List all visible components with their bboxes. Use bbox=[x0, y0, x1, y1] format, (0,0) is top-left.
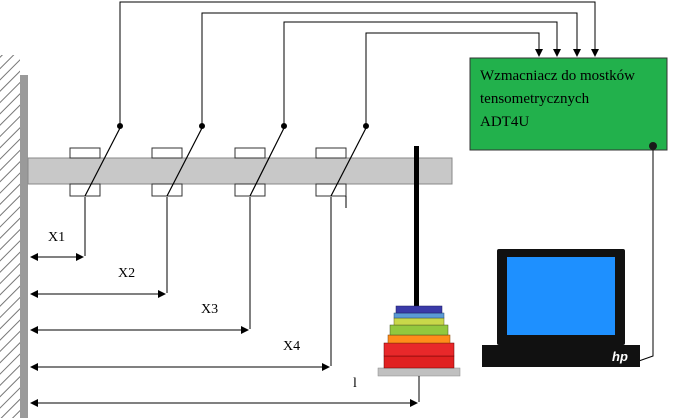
amplifier-box: Wzmacniacz do mostków tensometrycznych A… bbox=[469, 57, 668, 151]
weight-stack bbox=[377, 305, 461, 377]
signal-wires bbox=[119, 1, 599, 124]
strain-gauge-4 bbox=[315, 147, 347, 197]
switch-dots bbox=[117, 123, 369, 129]
dimension-label-x4: X4 bbox=[283, 339, 300, 354]
amplifier-line-3: ADT4U bbox=[480, 114, 529, 130]
laptop-brand-label: hp bbox=[612, 349, 628, 364]
strain-gauge-2 bbox=[151, 147, 183, 197]
dimension-label-l: l bbox=[353, 376, 357, 391]
dimension-label-x3: X3 bbox=[201, 302, 218, 317]
laptop: hp bbox=[482, 249, 640, 367]
load-rod bbox=[414, 146, 419, 368]
switch-contacts bbox=[84, 127, 367, 197]
amplifier-line-2: tensometrycznych bbox=[480, 91, 590, 107]
amplifier-output-jack bbox=[649, 142, 657, 150]
dimension-label-x1: X1 bbox=[48, 230, 65, 245]
dimension-label-x2: X2 bbox=[118, 266, 135, 281]
fixed-wall bbox=[0, 55, 28, 418]
amplifier-line-1: Wzmacniacz do mostków bbox=[480, 68, 635, 84]
dimension-lines bbox=[30, 197, 420, 407]
cantilever-beam bbox=[27, 157, 453, 185]
amplifier-laptop-cable bbox=[635, 150, 654, 363]
